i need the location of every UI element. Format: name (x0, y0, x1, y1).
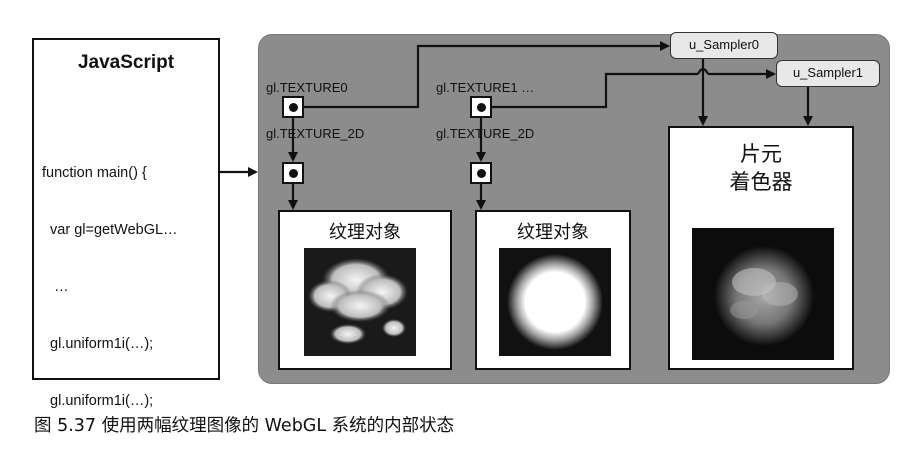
code-line: … (42, 279, 69, 295)
fragment-shader-title-line2: 着色器 (729, 170, 793, 194)
texture-object-title: 纹理对象 (517, 222, 589, 243)
texture-2d-target-0-slot (282, 162, 304, 184)
sky-clouds-image (304, 248, 416, 356)
texture-unit-1-label: gl.TEXTURE1 … (436, 80, 535, 95)
code-line: gl.uniform1i(…); (42, 393, 154, 409)
fragment-shader-title-line1: 片元 (740, 142, 782, 166)
texture-unit-1-slot (470, 96, 492, 118)
javascript-code: function main() { var gl=getWebGL… … gl.… (42, 126, 178, 449)
sampler-1-variable: u_Sampler1 (776, 60, 880, 87)
fragment-shader-box: 片元 着色器 (668, 126, 854, 370)
connector-dot-icon (477, 169, 486, 178)
figure-caption: 图 5.37 使用两幅纹理图像的 WebGL 系统的内部状态 (34, 416, 455, 436)
connector-dot-icon (477, 103, 486, 112)
connector-dot-icon (289, 169, 298, 178)
texture-object-title: 纹理对象 (329, 222, 401, 243)
blended-result-image (692, 228, 834, 360)
texture-2d-target-1-label: gl.TEXTURE_2D (436, 126, 535, 141)
code-line: function main() { (42, 165, 147, 181)
texture-unit-0-label: gl.TEXTURE0 (266, 80, 348, 95)
code-line: gl.uniform1i(…); (42, 336, 154, 352)
texture-object-0: 纹理对象 (278, 210, 452, 370)
texture-2d-target-0-label: gl.TEXTURE_2D (266, 126, 365, 141)
texture-object-1: 纹理对象 (475, 210, 631, 370)
connector-dot-icon (289, 103, 298, 112)
texture-unit-0-slot (282, 96, 304, 118)
radial-circle-image (499, 248, 611, 356)
sampler-0-variable: u_Sampler0 (670, 32, 778, 59)
code-line: var gl=getWebGL… (42, 222, 178, 238)
javascript-panel: JavaScript function main() { var gl=getW… (32, 38, 220, 409)
texture-2d-target-1-slot (470, 162, 492, 184)
javascript-title: JavaScript (77, 52, 175, 73)
